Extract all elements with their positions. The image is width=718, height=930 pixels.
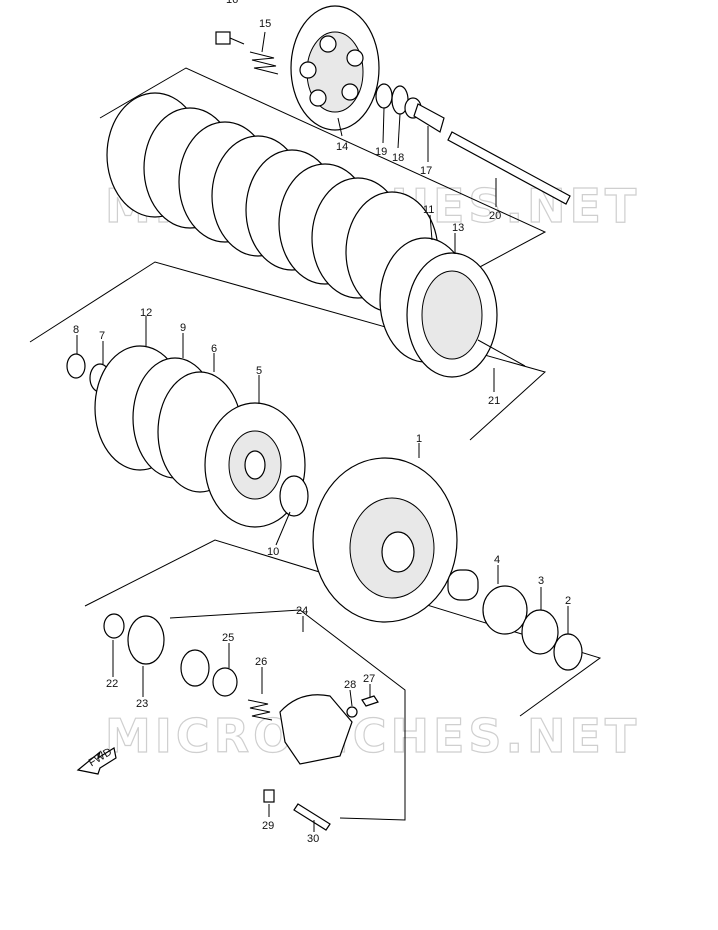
washer-10: [279, 475, 309, 517]
rod-17: [413, 103, 445, 133]
label-10: 10: [267, 546, 279, 558]
bolt-30: [293, 803, 331, 831]
washer-2: [553, 633, 583, 671]
washer-28: [346, 706, 358, 718]
nut-8: [66, 353, 86, 379]
label-4: 4: [494, 554, 500, 566]
label-7: 7: [99, 330, 105, 342]
label-19: 19: [375, 146, 387, 158]
plates-group-outline: [99, 67, 547, 277]
pin-21: [477, 339, 526, 367]
oil-seal-22: [103, 613, 125, 639]
label-17: 17: [420, 165, 432, 177]
label-16: 16: [226, 0, 238, 6]
pressure-plate: [290, 5, 380, 131]
label-3: 3: [538, 575, 544, 587]
label-23: 23: [136, 698, 148, 710]
label-30: 30: [307, 833, 319, 845]
hub-group-outline: [29, 261, 547, 441]
watermark-bottom: MICROFICHES.NET: [105, 709, 640, 763]
sleeve-4: [447, 569, 479, 601]
label-21: 21: [488, 395, 500, 407]
label-1: 1: [416, 433, 422, 445]
label-22: 22: [106, 678, 118, 690]
release-cylinder-24: [279, 694, 353, 765]
seal-25: [212, 667, 238, 697]
label-20: 20: [489, 210, 501, 222]
label-25: 25: [222, 632, 234, 644]
spring-26: [247, 699, 273, 721]
label-27: 27: [363, 673, 375, 685]
label-26: 26: [255, 656, 267, 668]
label-15: 15: [259, 18, 271, 30]
bearing-23: [127, 615, 165, 665]
label-14: 14: [336, 141, 348, 153]
label-2: 2: [565, 595, 571, 607]
label-12: 12: [140, 307, 152, 319]
clutch-plate-stack: [106, 92, 498, 378]
label-28: 28: [344, 679, 356, 691]
label-6: 6: [211, 343, 217, 355]
piston-25: [180, 649, 210, 687]
spring-15: [249, 51, 279, 75]
leader-lines: [76, 31, 569, 832]
pushrod-20: [447, 131, 571, 205]
washer-19: [375, 83, 393, 109]
label-18: 18: [392, 152, 404, 164]
label-9: 9: [180, 322, 186, 334]
label-8: 8: [73, 324, 79, 336]
label-13: 13: [452, 222, 464, 234]
label-11: 11: [423, 204, 434, 216]
bolt-16: [215, 31, 245, 45]
label-24: 24: [296, 605, 308, 617]
primary-housing-1: [312, 457, 458, 623]
fwd-arrow: FWD: [76, 746, 117, 775]
release-group-outline: [169, 609, 406, 821]
label-5: 5: [256, 365, 262, 377]
label-29: 29: [262, 820, 274, 832]
spacer-3: [521, 609, 559, 655]
dowel-29: [263, 789, 275, 803]
bearing-4: [482, 585, 528, 635]
